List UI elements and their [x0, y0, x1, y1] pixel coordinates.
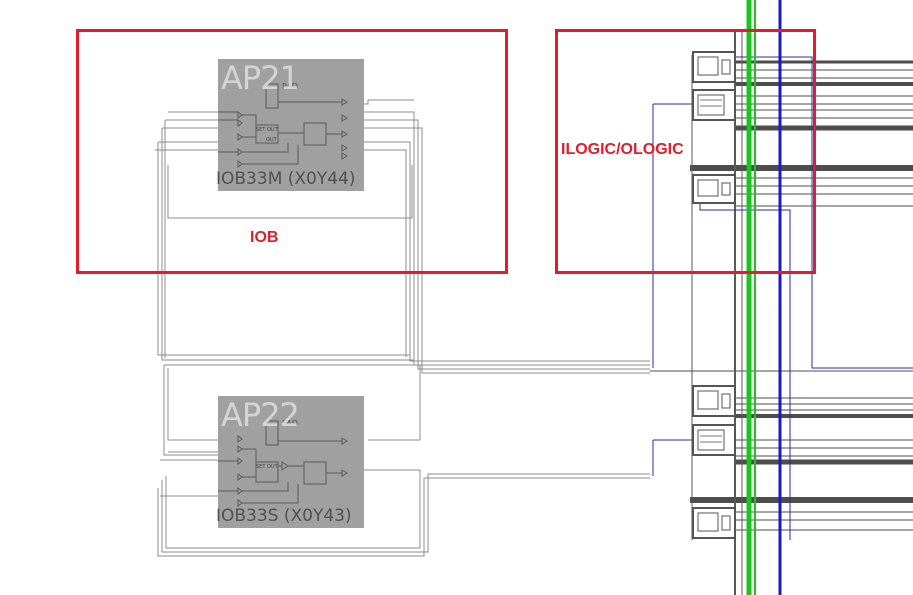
site-name: IOB33S (X0Y43): [216, 506, 352, 526]
site-name: IOB33M (X0Y44): [216, 169, 356, 189]
logic-tiles: [692, 51, 736, 539]
logic-tile-1: [692, 51, 736, 83]
logic-highlight-box: [555, 29, 816, 274]
logic-tile-4: [692, 385, 736, 417]
logic-highlight-label: ILOGIC/OLOGIC: [561, 141, 684, 158]
pad-name: AP22: [221, 396, 300, 434]
logic-tile-3: [692, 174, 736, 204]
iob-site-ap22[interactable]: SET OUT PAD AP22 IOB33S (X0Y43): [216, 396, 364, 528]
svg-text:SET OUT: SET OUT: [256, 127, 279, 133]
logic-tile-6: [692, 507, 736, 539]
clock-lines: [746, 0, 782, 595]
iob-highlight-label: IOB: [250, 229, 279, 246]
interconnect-buses: [650, 60, 913, 531]
iob-highlight-box: [76, 29, 508, 274]
svg-text:SET OUT: SET OUT: [256, 464, 279, 470]
iob-ap21-schematic: SET OUT OUT PAD: [218, 82, 348, 168]
pad-name: AP21: [221, 59, 300, 97]
vertical-spine: [691, 30, 743, 595]
iob-site-ap21[interactable]: SET OUT OUT PAD AP21 IOB33M (X0Y44): [216, 59, 364, 191]
svg-text:PAD: PAD: [282, 419, 298, 428]
svg-text:OUT: OUT: [266, 137, 278, 143]
logic-tile-2: [692, 89, 736, 121]
svg-text:PAD: PAD: [282, 82, 298, 91]
iob-ap22-schematic: SET OUT PAD: [218, 419, 348, 507]
iob-ap22-routing: [157, 364, 650, 557]
logic-tile-5: [692, 424, 736, 456]
